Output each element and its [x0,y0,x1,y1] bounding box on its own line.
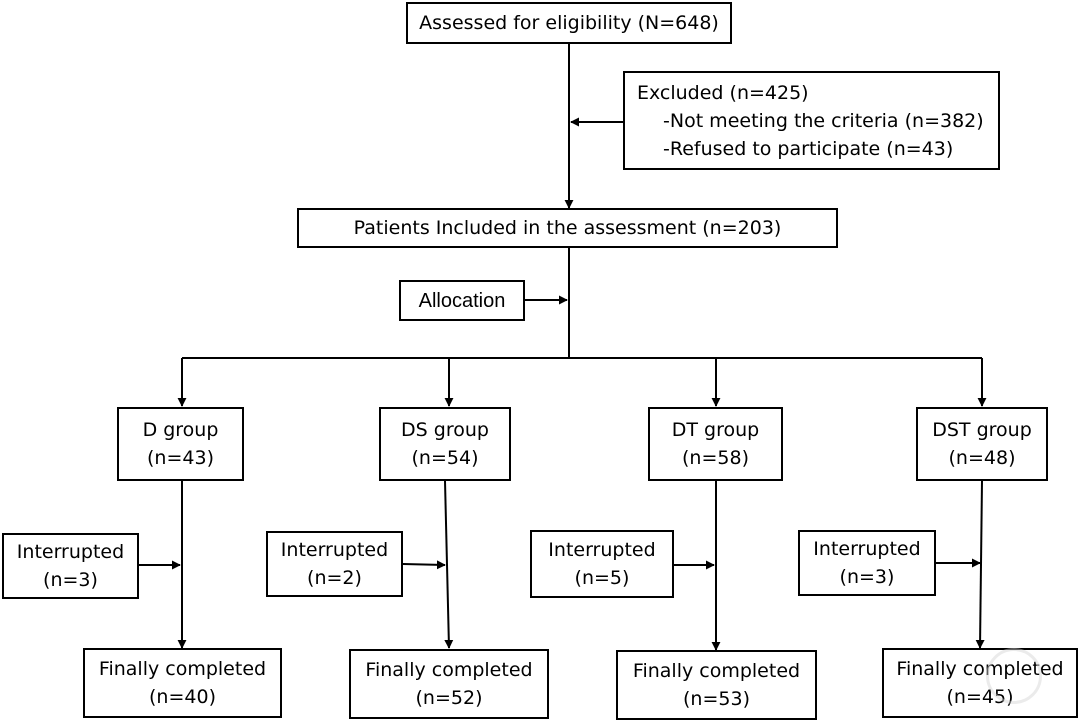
interrupted-count: (n=3) [839,566,895,588]
dt-interrupted-box: Interrupted (n=5) [530,530,674,598]
included-box: Patients Included in the assessment (n=2… [297,208,838,248]
allocation-text: Allocation [418,289,506,312]
completed-count: (n=52) [415,687,483,709]
interrupted-label: Interrupted [16,541,125,563]
d-interrupted-box: Interrupted (n=3) [2,533,139,599]
excluded-box: Excluded (n=425) -Not meeting the criter… [623,71,1000,170]
ds-completed-box: Finally completed (n=52) [349,649,549,719]
dt-group-box: DT group (n=58) [648,407,783,481]
group-name: DST group [932,419,1032,441]
excluded-title: Excluded (n=425) [637,82,809,104]
completed-count: (n=45) [946,686,1014,708]
completed-count: (n=40) [149,686,216,708]
allocation-box: Allocation [399,280,525,321]
arrow-ds-interrupted [402,560,446,570]
completed-label: Finally completed [896,658,1064,680]
excluded-item-refused: -Refused to participate (n=43) [663,138,954,160]
arrow-ds-group-to-completed [444,480,454,649]
included-text: Patients Included in the assessment (n=2… [353,217,782,239]
completed-label: Finally completed [632,660,801,682]
dst-group-box: DST group (n=48) [916,407,1048,481]
group-count: (n=58) [682,447,749,469]
completed-label: Finally completed [98,658,267,680]
d-group-box: D group (n=43) [117,407,244,481]
interrupted-label: Interrupted [548,539,656,561]
d-completed-box: Finally completed (n=40) [83,648,282,718]
group-name: DT group [671,419,760,441]
assessed-box: Assessed for eligibility (N=648) [406,2,732,44]
completed-count: (n=53) [683,688,750,710]
interrupted-label: Interrupted [280,539,389,561]
excluded-item-criteria: -Not meeting the criteria (n=382) [663,110,984,132]
dst-completed-box: Finally completed (n=45) [882,648,1078,718]
completed-label: Finally completed [365,659,533,681]
assessed-text: Assessed for eligibility (N=648) [419,12,719,34]
interrupted-count: (n=3) [43,569,98,591]
interrupted-count: (n=5) [574,567,630,589]
group-count: (n=43) [147,447,214,469]
group-count: (n=54) [411,447,479,469]
interrupted-label: Interrupted [813,538,921,560]
dt-completed-box: Finally completed (n=53) [616,650,817,720]
group-name: DS group [401,419,489,441]
interrupted-count: (n=2) [307,567,362,589]
ds-interrupted-box: Interrupted (n=2) [266,531,403,597]
group-name: D group [142,419,219,441]
arrow-dst-group-to-completed [975,480,985,649]
dst-interrupted-box: Interrupted (n=3) [798,530,936,596]
ds-group-box: DS group (n=54) [379,407,511,481]
group-count: (n=48) [948,447,1016,469]
